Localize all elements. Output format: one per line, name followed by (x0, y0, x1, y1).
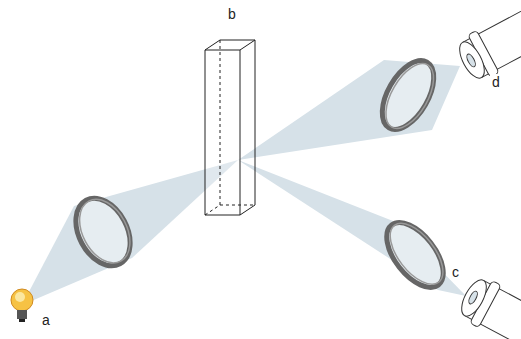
cuvette-hidden-edge (220, 40, 221, 205)
cuvette-hidden-edge (205, 205, 255, 215)
detector (453, 6, 521, 85)
lenses (65, 52, 454, 297)
cuvette-top (205, 40, 255, 50)
part-letter: c (450, 264, 461, 280)
cuvette (205, 40, 255, 215)
cuvette-edge (255, 40, 256, 205)
part-letter: b (226, 6, 238, 22)
lens (372, 52, 445, 138)
cuvette-edge (240, 205, 255, 215)
lens (376, 213, 454, 298)
part-letter: a (40, 312, 52, 328)
light-bulb (11, 289, 33, 322)
lens (65, 189, 141, 275)
detector (455, 273, 521, 339)
part-letter: d (490, 74, 502, 90)
cuvette-front (205, 50, 240, 215)
